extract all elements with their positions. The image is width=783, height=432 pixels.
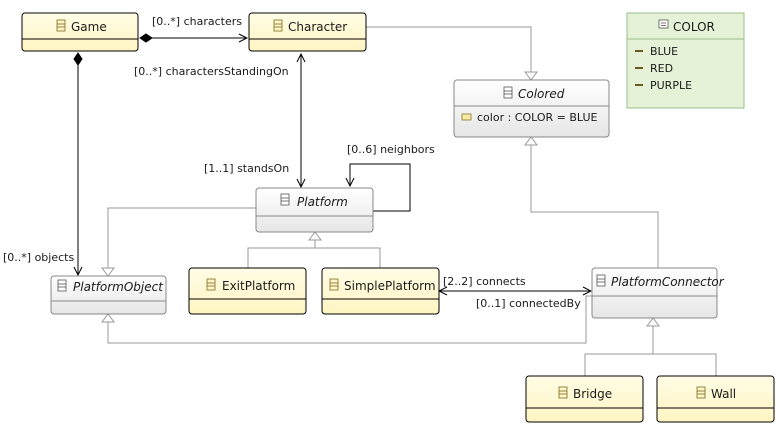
enum-literal-text: RED [650,62,673,75]
label-objects: [0..*] objects [3,251,74,264]
class-icon [329,278,339,291]
class-colored-box[interactable] [453,79,610,138]
gen-arrow-colored-top [524,71,538,81]
enum-color-name: COLOR [673,20,715,34]
class-platform-name: Platform [297,195,348,209]
class-platformobject[interactable]: PlatformObject [50,275,167,315]
attribute-text: color : COLOR = BLUE [477,111,598,124]
label-connected-by: [0..1] connectedBy [476,297,581,310]
association-labels: [0..*] characters [0..*] charactersStand… [3,15,581,310]
gen-arrow-platformobject-top [101,267,115,277]
class-platformconnector-name: PlatformConnector [611,275,725,289]
gen-subplatforms-bar [247,247,381,268]
class-wall-name: Wall [711,387,736,401]
associations [78,38,591,291]
gen-platform-platformobject [107,207,256,268]
label-stands-on: [1..1] standsOn [204,162,289,175]
class-simpleplatform[interactable]: SimplePlatform [321,267,440,315]
enum-icon [658,19,669,29]
class-game[interactable]: Game [21,12,139,52]
class-game-name: Game [71,20,107,34]
class-platformconnector[interactable]: PlatformConnector [591,267,725,319]
literal-icon [635,67,643,69]
enum-literal-text: BLUE [650,45,678,58]
class-simpleplatform-name: SimplePlatform [344,279,436,293]
gen-arrow-platformobject-bottom [101,313,115,323]
class-bridge-name: Bridge [573,387,612,401]
label-connects: [2..2] connects [443,275,526,288]
label-characters: [0..*] characters [152,15,242,28]
class-platformobject-name: PlatformObject [73,280,164,294]
enum-literal-purple: PURPLE [635,79,692,92]
class-simpleplatform-box[interactable] [321,267,440,315]
enum-literal-text: PURPLE [650,79,692,92]
abstract-class-icon [57,279,67,292]
gen-character-colored [366,26,532,72]
class-icon [206,278,216,291]
generalizations [101,26,717,376]
class-colored[interactable]: Colored color : COLOR = BLUE [453,79,610,138]
class-icon [56,19,66,32]
gen-connector-colored [530,145,659,268]
enum-color[interactable]: COLOR BLUE RED PURPLE [626,12,745,109]
abstract-class-icon [503,86,513,99]
literal-icon [635,84,643,86]
class-platformobject-box[interactable] [50,275,167,315]
class-bridge-box[interactable] [525,375,644,423]
class-icon [696,386,706,399]
gen-subconnectors-bar [584,353,717,376]
gen-arrow-colored-bottom [524,136,538,146]
literal-icon [635,50,643,52]
enum-literal-red: RED [635,62,673,75]
class-wall[interactable]: Wall [656,375,775,423]
class-exitplatform[interactable]: ExitPlatform [188,267,307,315]
enum-color-box[interactable] [626,12,745,109]
class-exitplatform-name: ExitPlatform [222,279,295,293]
abstract-class-icon [596,274,606,287]
assoc-platform-neighbors [350,163,411,212]
gen-connector-platformobject [107,295,592,344]
class-game-box[interactable] [21,12,139,52]
class-platform[interactable]: Platform [255,187,374,233]
enum-literal-blue: BLUE [635,45,678,58]
gen-arrow-platform [308,231,322,241]
gen-arrow-platformconnector [646,317,660,327]
attribute-color: color : COLOR = BLUE [461,111,598,124]
attribute-icon [461,113,472,121]
class-character-name: Character [288,20,347,34]
class-bridge[interactable]: Bridge [525,375,644,423]
class-icon [273,19,283,32]
class-character[interactable]: Character [248,12,367,52]
abstract-class-icon [280,193,290,206]
label-characters-standing-on: [0..*] charactersStandingOn [134,65,289,78]
class-wall-box[interactable] [656,375,775,423]
class-platformconnector-box[interactable] [591,267,718,319]
class-colored-name: Colored [518,87,565,101]
label-neighbors: [0..6] neighbors [347,143,435,156]
class-exitplatform-box[interactable] [188,267,307,315]
class-icon [558,386,568,399]
